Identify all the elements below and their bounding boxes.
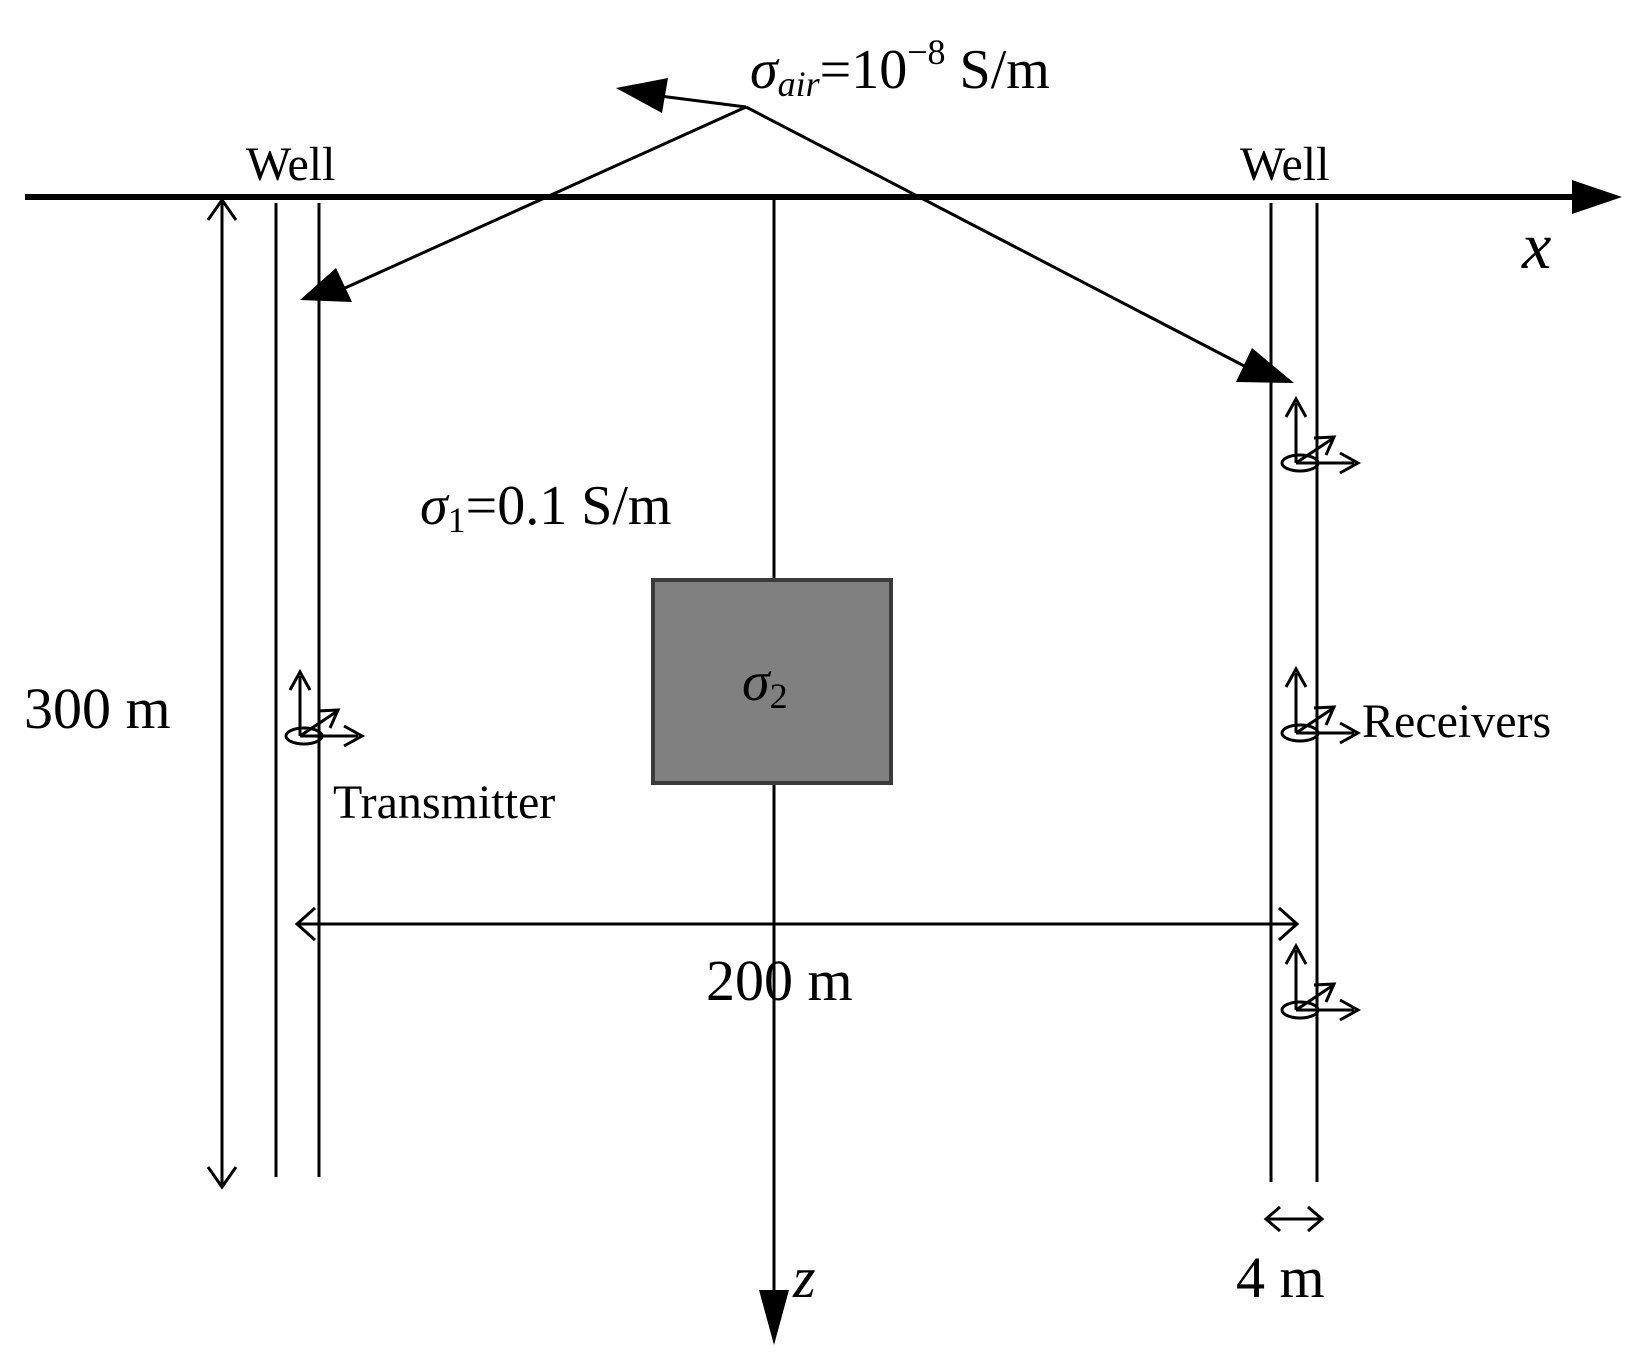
sigma-air-label: σair=10−8 S/m — [750, 32, 1050, 104]
well-width-right-arrow — [1307, 1205, 1325, 1233]
sigma-air-exponent: −8 — [907, 32, 945, 72]
spacing-dimension-right-arrow — [1278, 906, 1300, 942]
air-pointer-right-arrowhead — [1236, 348, 1294, 383]
air-pointer-left-line — [344, 105, 747, 290]
spacing-label: 200 m — [706, 948, 853, 1013]
sigma-air-subscript: air — [778, 64, 821, 104]
depth-dimension-bottom-arrow — [206, 1166, 238, 1190]
sigma-air-value: =10 — [820, 39, 908, 101]
sigma1-label: σ1=0.1 S/m — [420, 475, 671, 540]
right-well-label: Well — [1240, 138, 1329, 191]
well-width-label: 4 m — [1236, 1245, 1325, 1310]
air-pointer-left-arrowhead — [300, 268, 352, 302]
sigma1-symbol: σ — [420, 475, 450, 537]
sigma2-symbol: σ — [742, 651, 772, 713]
transmitter-dipole-icon — [284, 668, 366, 748]
spacing-dimension-left-arrow — [294, 906, 316, 942]
transmitter-label: Transmitter — [333, 776, 555, 829]
sigma2-subscript: 2 — [770, 676, 788, 716]
sigma-air-unit: S/m — [946, 39, 1050, 101]
receivers-label: Receivers — [1362, 695, 1551, 748]
receiver-dipole-icon — [1280, 395, 1362, 475]
air-pointer-up-arrowhead — [616, 78, 668, 113]
z-axis-arrowhead — [759, 1290, 789, 1345]
anomaly-block — [651, 578, 893, 785]
receiver-dipole-icon — [1280, 665, 1362, 745]
z-axis-label: z — [792, 1245, 816, 1310]
left-well-label: Well — [246, 138, 335, 191]
x-axis-label: x — [1521, 210, 1551, 283]
sigma-air-symbol: σ — [750, 39, 780, 101]
depth-dimension-top-arrow — [206, 197, 238, 221]
x-axis-arrowhead — [1572, 180, 1622, 214]
air-pointer-right-line — [745, 105, 1251, 371]
sigma1-value: =0.1 S/m — [466, 475, 672, 537]
well-width-left-arrow — [1263, 1205, 1281, 1233]
air-pointer-up-line — [659, 94, 747, 109]
depth-label: 300 m — [24, 676, 171, 741]
receiver-dipole-icon — [1280, 942, 1362, 1022]
sigma1-subscript: 1 — [448, 500, 466, 540]
sigma2-label: σ2 — [742, 651, 788, 716]
